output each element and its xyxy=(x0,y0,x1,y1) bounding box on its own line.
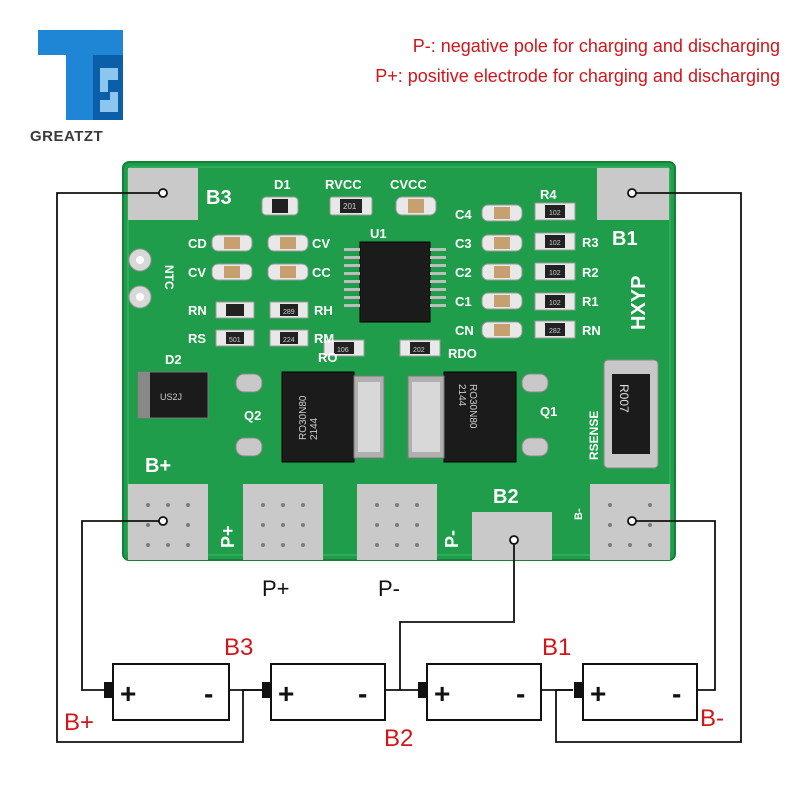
silk-r1: R1 xyxy=(582,294,599,309)
smd-components xyxy=(211,196,576,357)
mark-ro: 106 xyxy=(337,347,349,354)
note-p-plus: P+: positive electrode for charging and … xyxy=(375,66,780,86)
silk-c2: C2 xyxy=(455,265,472,280)
silk-r4: R4 xyxy=(540,187,557,202)
wiring xyxy=(56,188,742,743)
silk-d2: D2 xyxy=(165,352,182,367)
pad-pminus xyxy=(357,484,437,560)
silk-pad-pminus: P- xyxy=(442,530,462,548)
battery-3-plus: + xyxy=(434,678,450,709)
silk-rsense: RSENSE xyxy=(587,411,601,460)
battery-1-minus: - xyxy=(204,678,213,709)
battery-pack: + - + - + - + - xyxy=(104,663,698,721)
mosfet-q1 xyxy=(407,371,549,463)
mark-rvcc: 201 xyxy=(343,202,357,211)
battery-3-minus: - xyxy=(516,678,525,709)
chip-u1 xyxy=(359,241,431,323)
mark-r3: 102 xyxy=(549,240,561,247)
silk-q2: Q2 xyxy=(244,408,261,423)
silk-rn-right: RN xyxy=(582,323,601,338)
pin-label-pplus: P+ xyxy=(262,576,290,601)
label-b2: B2 xyxy=(384,725,413,752)
silk-r3: R3 xyxy=(582,235,599,250)
battery-4-minus: - xyxy=(672,678,681,709)
note-p-minus: P-: negative pole for charging and disch… xyxy=(412,36,780,56)
silk-r2: R2 xyxy=(582,265,599,280)
silk-b3: B3 xyxy=(206,187,232,209)
silk-pad-bminus: B- xyxy=(573,508,585,520)
mark-rh: 289 xyxy=(283,309,295,316)
silk-pad-pplus: P+ xyxy=(218,525,238,548)
mark-rdo: 202 xyxy=(413,347,425,354)
battery-2-plus: + xyxy=(278,678,294,709)
brand-name: GREATZT xyxy=(30,128,104,145)
silk-rdo: RDO xyxy=(448,346,477,361)
pad-pplus xyxy=(243,484,323,560)
mark-q1: RO30N802144 xyxy=(456,384,478,429)
silk-rvcc: RVCC xyxy=(325,177,362,192)
silk-q1: Q1 xyxy=(540,404,557,419)
mark-r4: 102 xyxy=(549,210,561,217)
greatzt-logo xyxy=(38,30,123,120)
mark-rsense: R007 xyxy=(617,384,631,413)
battery-cell-3: + - xyxy=(418,663,542,721)
mosfet-q2 xyxy=(235,371,385,463)
mark-rs: 501 xyxy=(229,337,241,344)
silk-cn: CN xyxy=(455,323,474,338)
silk-c4: C4 xyxy=(455,207,472,222)
pcb-board: B3 D1 RVCC CVCC R4 U1 C4 C3 C2 C1 CN R3 … xyxy=(122,161,676,561)
silk-cc: CC xyxy=(312,265,331,280)
silk-ro: RO xyxy=(318,350,338,365)
silk-cv-right: CV xyxy=(312,236,330,251)
silk-c3: C3 xyxy=(455,236,472,251)
silk-ntc: NTC xyxy=(162,265,176,290)
silk-d1: D1 xyxy=(274,177,291,192)
silk-cv-left: CV xyxy=(188,265,206,280)
label-b3: B3 xyxy=(224,634,253,661)
label-bminus: B- xyxy=(700,705,724,732)
mark-r2: 102 xyxy=(549,270,561,277)
battery-cell-1: + - xyxy=(104,663,230,721)
battery-cell-4: + - xyxy=(574,663,698,721)
silk-b2: B2 xyxy=(493,486,519,508)
silk-b1: B1 xyxy=(612,228,638,250)
silk-c1: C1 xyxy=(455,294,472,309)
mark-rm: 224 xyxy=(283,337,295,344)
silk-rm: RM xyxy=(314,331,334,346)
battery-1-plus: + xyxy=(120,678,136,709)
silk-rn-left: RN xyxy=(188,303,207,318)
battery-2-minus: - xyxy=(358,678,367,709)
pin-label-pminus: P- xyxy=(378,576,400,601)
battery-cell-2: + - xyxy=(262,663,386,721)
label-b1: B1 xyxy=(542,634,571,661)
mark-us2j: US2J xyxy=(160,392,182,402)
pad-bplus xyxy=(128,484,208,560)
mark-r1: 102 xyxy=(549,300,561,307)
silk-cvcc: CVCC xyxy=(390,177,427,192)
silk-hxyp: HXYP xyxy=(628,276,650,330)
silk-rh: RH xyxy=(314,303,333,318)
mark-q2: RO30N802144 xyxy=(298,395,320,440)
silk-cd: CD xyxy=(188,236,207,251)
silk-rs: RS xyxy=(188,331,206,346)
label-bplus: B+ xyxy=(64,709,94,736)
silk-u1: U1 xyxy=(370,226,387,241)
battery-4-plus: + xyxy=(590,678,606,709)
silk-bplus: B+ xyxy=(145,455,171,477)
mark-rn: 282 xyxy=(549,328,561,335)
